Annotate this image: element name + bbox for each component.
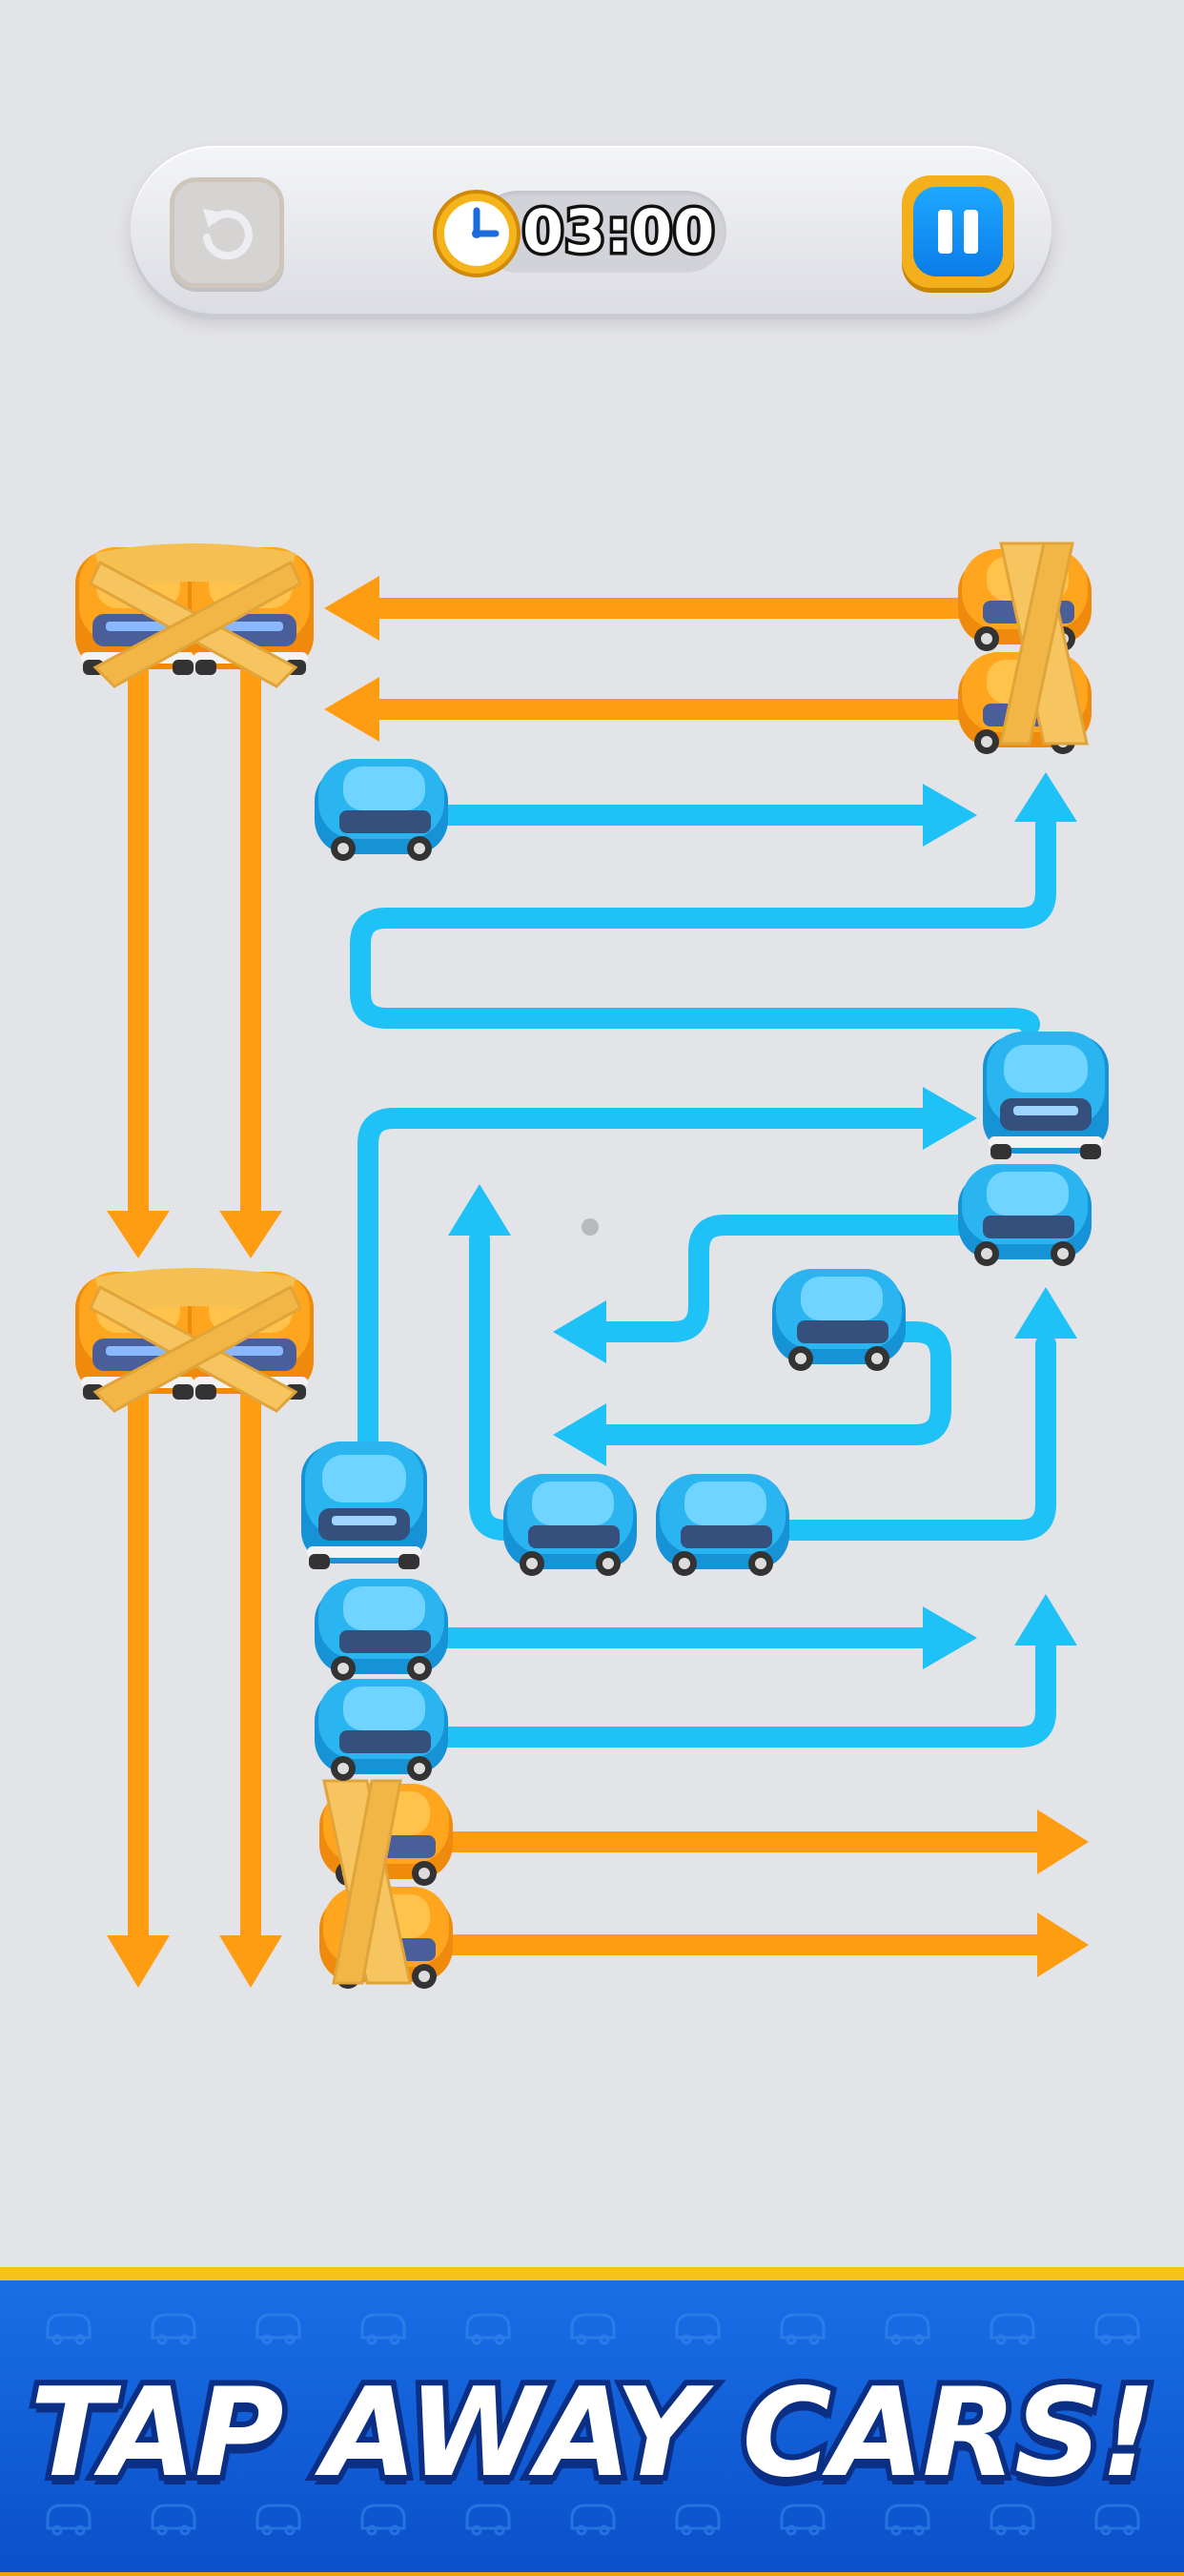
empty-slot-dot: [582, 1218, 599, 1236]
blue-car[interactable]: [503, 1474, 637, 1576]
orange-arrowheads: [107, 576, 1089, 1988]
clock-icon: [433, 190, 521, 277]
pause-button[interactable]: [902, 175, 1014, 288]
pause-icon: [913, 187, 1003, 276]
taped-orange-car-group-top-left[interactable]: [75, 543, 314, 688]
blue-arrowheads: [448, 772, 1077, 1669]
orange-paths: [128, 598, 1059, 1955]
car-outline-icon: [46, 2313, 1140, 2536]
taped-orange-car-group-mid-left[interactable]: [75, 1268, 314, 1413]
game-board: [75, 542, 1109, 1989]
blue-car[interactable]: [772, 1269, 906, 1371]
blue-car[interactable]: [315, 759, 448, 861]
timer-text: 03:00: [520, 194, 718, 270]
undo-button[interactable]: [170, 177, 284, 288]
blue-car[interactable]: [315, 1579, 448, 1681]
banner-title: TAP AWAY CARS!: [24, 2357, 1161, 2510]
blue-car[interactable]: [656, 1474, 789, 1576]
blue-car[interactable]: [315, 1679, 448, 1781]
taped-orange-car-group-bottom-left[interactable]: [319, 1779, 453, 1989]
taped-orange-car-group-top-right[interactable]: [958, 542, 1092, 754]
undo-icon: [203, 209, 253, 260]
blue-car[interactable]: [958, 1164, 1092, 1266]
blue-car[interactable]: [301, 1441, 427, 1569]
blue-car[interactable]: [983, 1032, 1109, 1159]
blue-paths: [350, 805, 1056, 1748]
promo-banner: [0, 2267, 1184, 2576]
